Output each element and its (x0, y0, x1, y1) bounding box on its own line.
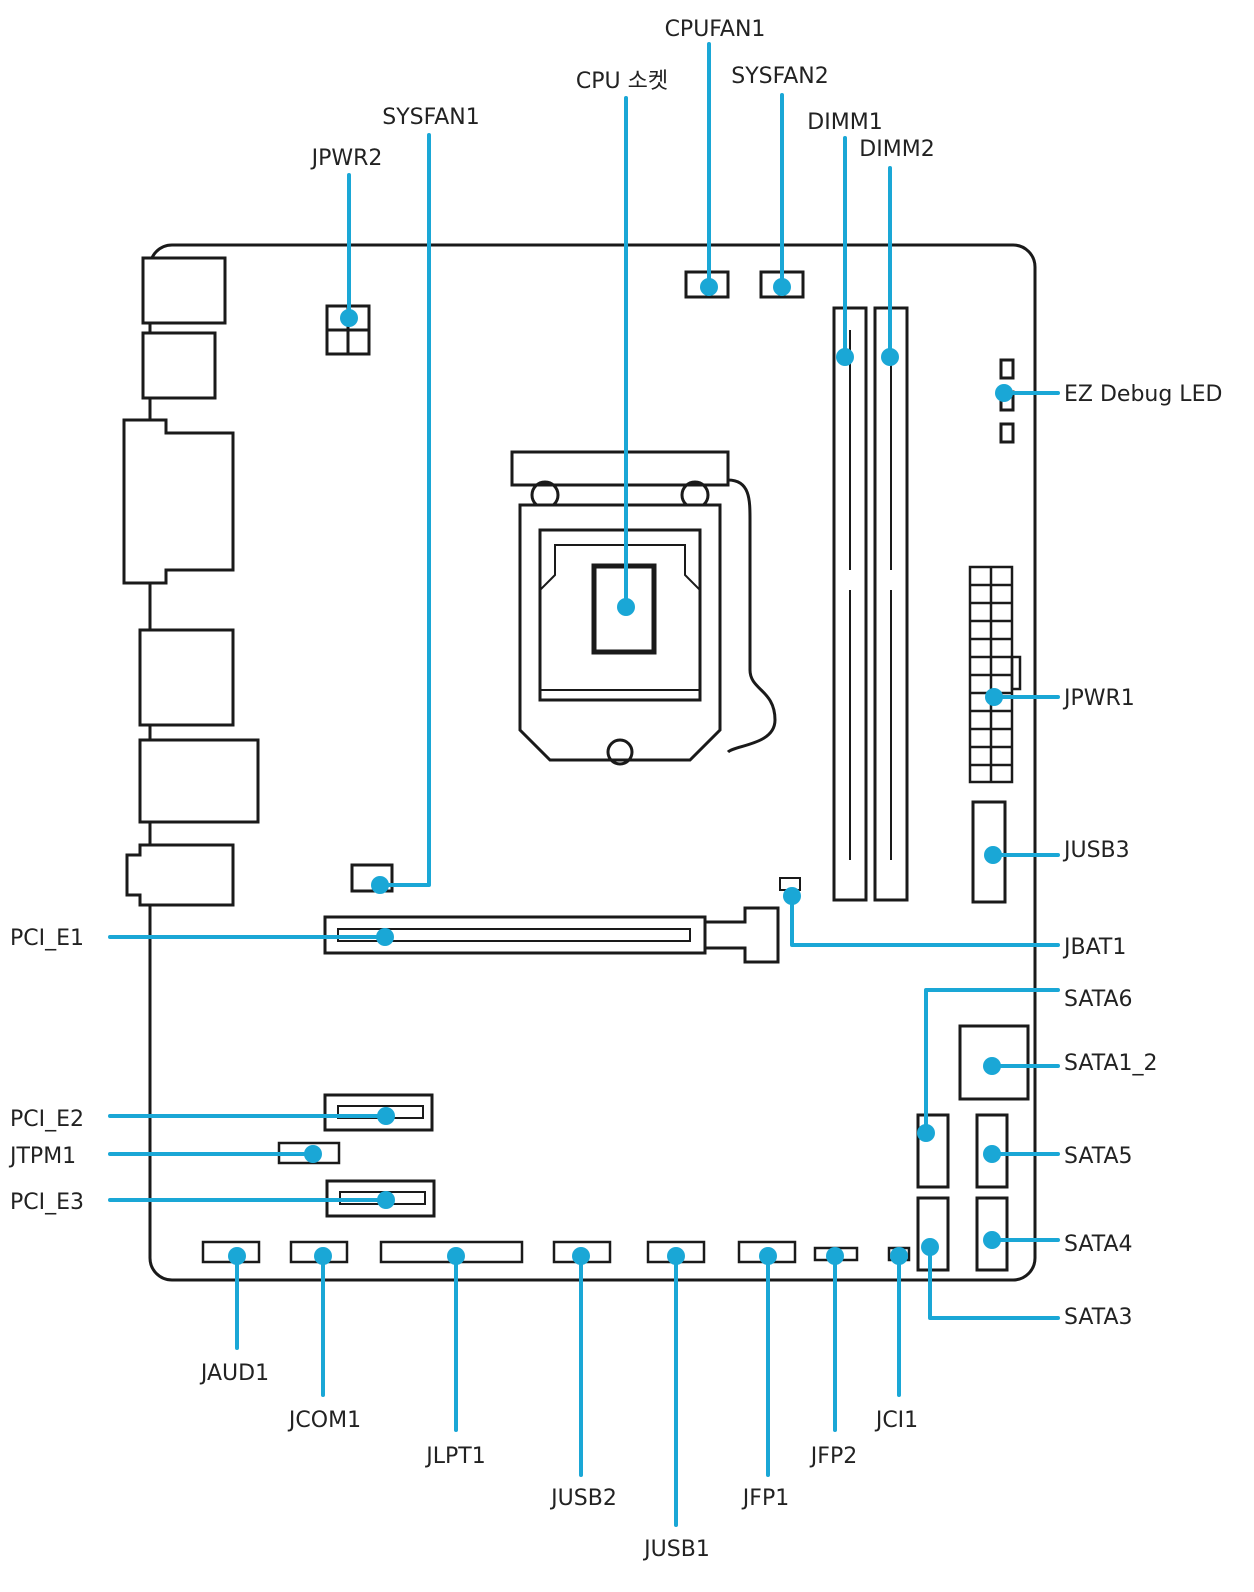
sata4-port (975, 1196, 1009, 1272)
label-jlpt1: JLPT1 (424, 1444, 485, 1469)
sata-ports (916, 1113, 1009, 1272)
label-jci1: JCI1 (874, 1408, 918, 1433)
jusb3-header (971, 800, 1007, 904)
label-sata1-2: SATA1_2 (1064, 1051, 1158, 1076)
label-dimm1: DIMM1 (807, 110, 882, 135)
sata1-2-connector (958, 1024, 1030, 1101)
label-cpufan1: CPUFAN1 (665, 17, 766, 42)
label-jusb3: JUSB3 (1062, 838, 1130, 863)
label-pci-e2: PCI_E2 (10, 1107, 84, 1132)
label-sata3: SATA3 (1064, 1305, 1133, 1330)
rear-io-panel (122, 256, 260, 907)
sata5-port (975, 1113, 1009, 1189)
label-sysfan1: SYSFAN1 (382, 105, 480, 130)
board-parts (122, 243, 1037, 1282)
label-jtpm1: JTPM1 (8, 1144, 76, 1169)
sata3-port (916, 1196, 950, 1272)
label-jpwr1: JPWR1 (1062, 686, 1135, 711)
board-outline (148, 243, 1037, 1282)
label-pci-e3: PCI_E3 (10, 1190, 84, 1215)
label-jfp1: JFP1 (741, 1486, 789, 1511)
leader-lines (108, 42, 1060, 1527)
label-sysfan2: SYSFAN2 (731, 64, 829, 89)
label-dimm2: DIMM2 (859, 137, 934, 162)
leader-dots (228, 278, 1013, 1265)
label-sata5: SATA5 (1064, 1144, 1133, 1169)
label-jusb2: JUSB2 (549, 1486, 617, 1511)
label-jbat1: JBAT1 (1062, 935, 1126, 960)
label-jfp2: JFP2 (809, 1444, 857, 1469)
label-jaud1: JAUD1 (199, 1361, 269, 1386)
label-jcom1: JCOM1 (287, 1408, 361, 1433)
cpu-socket-drawing (510, 450, 777, 766)
jpwr2-connector (325, 304, 371, 356)
sata6-port (916, 1113, 950, 1189)
label-jusb1: JUSB1 (642, 1537, 710, 1562)
label-sata6: SATA6 (1064, 987, 1133, 1012)
dimm1-slot (832, 306, 868, 902)
label-sata4: SATA4 (1064, 1232, 1133, 1257)
sysfan1-header (350, 863, 394, 893)
jpwr1-connector (968, 565, 1022, 784)
label-jpwr2: JPWR2 (310, 146, 383, 171)
label-ez-debug-led: EZ Debug LED (1064, 382, 1222, 407)
label-cpu-socket: CPU 소켓 (576, 69, 668, 94)
labels: CPUFAN1 CPU 소켓 SYSFAN2 SYSFAN1 DIMM1 DIM… (8, 17, 1222, 1562)
label-pci-e1: PCI_E1 (10, 926, 84, 951)
